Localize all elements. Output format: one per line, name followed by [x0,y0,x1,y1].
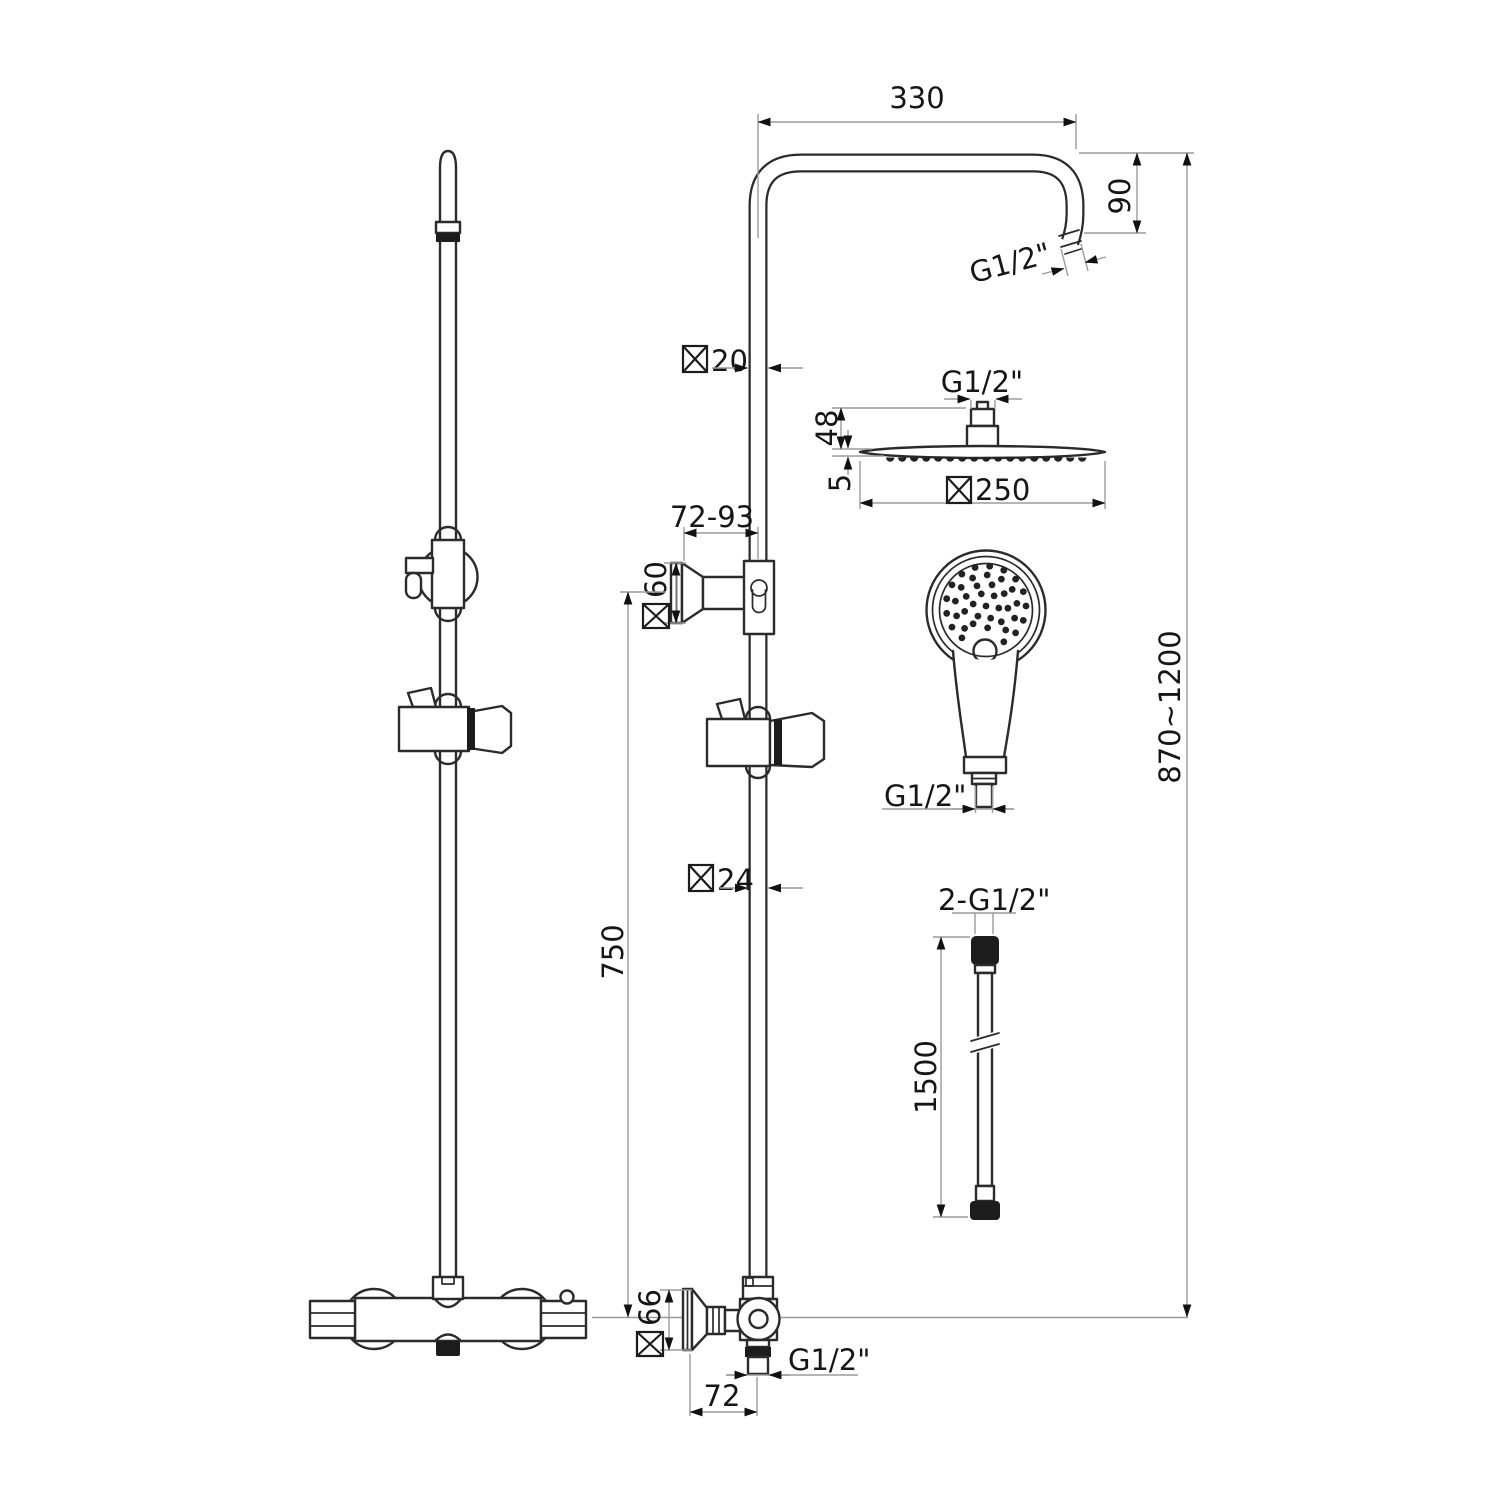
dim-hose-length: 1500 [909,1040,943,1114]
front-diverter-lever [404,556,435,575]
side-outlet [745,1338,771,1349]
dim-hose-threads: 2-G1/2" [938,883,1050,917]
handshower-nozzle-dots [943,562,1030,646]
dim-outlet-thread: G1/2" [788,1343,870,1377]
dim-riser-lower-dia: 24 [717,863,754,897]
front-collar [434,220,462,235]
dim-valve-dia: 66 [633,1289,667,1326]
dim-head-height: 48 [810,410,844,447]
head-nozzles [886,457,1090,462]
side-bracket-arm [701,575,749,611]
front-bracket-block [430,538,466,610]
front-riser-connector [431,1275,465,1301]
side-view [592,152,1194,1376]
rain-head-detail [858,400,1107,462]
dim-arm-length: 330 [889,81,944,115]
dim-wall-distance: 72-93 [670,500,754,534]
side-bracket-keyhole [750,579,768,597]
diameter-symbol-icon [641,602,671,630]
front-right-rib [539,1299,588,1340]
side-bracket-block [742,559,776,636]
hose-tube [976,971,994,1188]
dimensions: 330 90 870~1200 G1/2" 20 72-93 [596,81,1192,1417]
handshower-outer [925,549,1047,671]
dim-valve-dia-group: 66 [633,1289,667,1358]
diameter-symbol-icon [945,475,973,505]
head-disc [858,444,1107,460]
hose-detail [970,936,1000,1220]
head-connector-lower [965,424,1000,449]
front-left-rib [308,1299,357,1340]
hand-shower-detail [925,549,1047,809]
front-slider-clip [406,686,438,709]
side-slider-body [705,717,772,768]
side-valve-connector [741,1275,775,1301]
dim-overall-height: 870~1200 [1153,630,1187,783]
side-outlet-thread [745,1347,771,1357]
dim-arm-drop: 90 [1103,178,1137,215]
dim-head-thread: G1/2" [941,365,1023,399]
side-valve-body [736,1296,781,1342]
dim-riser-length: 750 [596,924,630,979]
side-valve-nut [705,1305,727,1336]
hose-top-nut [971,936,999,965]
dim-head-dia: 250 [975,473,1030,507]
front-slider-cup [467,704,513,755]
front-outlet-cap [436,1341,460,1356]
dim-head-rim: 5 [823,474,857,492]
handshower-inlet [974,782,994,809]
front-view [308,149,588,1356]
dim-arm-thread: G1/2" [966,236,1054,290]
front-button [559,1289,575,1305]
dim-bracket-dia-group: 60 [639,561,673,630]
dim-valve-offset: 72 [704,1379,741,1413]
front-collar-band [436,233,460,242]
hose-bottom-nut [970,1201,1000,1220]
diameter-symbol-icon [635,1330,665,1358]
handshower-handle [951,649,968,759]
side-slider-clip [715,697,747,721]
dim-riser-upper-dia: 20 [711,344,748,378]
front-slider-body [397,705,471,753]
diameter-symbol-icon [687,863,715,893]
handshower-face [938,562,1034,658]
head-connector-upper [969,407,996,428]
diameter-symbol-icon [681,344,709,374]
dim-hand-thread: G1/2" [884,779,966,813]
